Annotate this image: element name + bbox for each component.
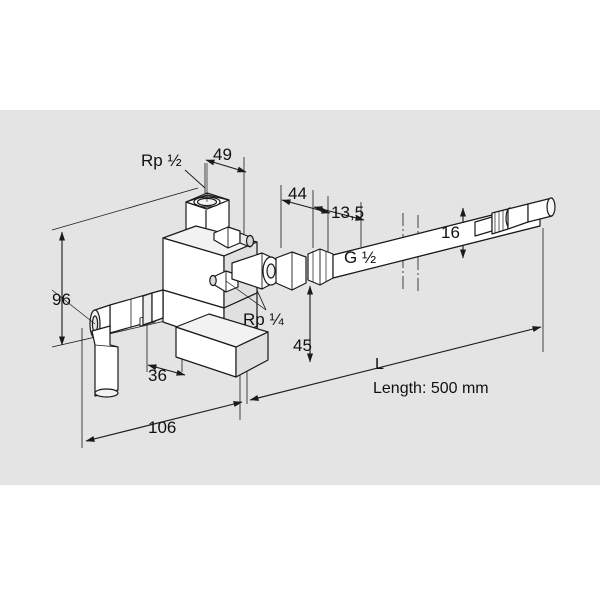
union-nut-1 xyxy=(275,251,307,291)
centre-construction-lines xyxy=(51,163,267,325)
pipe-right-end xyxy=(527,197,556,223)
dimension-label-106: 106 xyxy=(148,418,177,437)
thread-callout-rp-half: Rp ½ xyxy=(141,151,182,170)
length-note-text: Length: 500 mm xyxy=(373,380,489,397)
thread-callout-g-half: G ½ xyxy=(344,248,377,267)
thread-callout-rp-quarter: Rp ¼ xyxy=(243,310,284,329)
dimension-label-36: 36 xyxy=(148,366,167,385)
dimension-label-44: 44 xyxy=(288,184,307,203)
dimension-label-96: 96 xyxy=(52,290,71,309)
outlet-stub xyxy=(231,252,280,290)
leader-lines xyxy=(184,169,267,311)
leader-rp-half xyxy=(184,169,206,189)
valve-assembly-body xyxy=(89,192,556,398)
test-nipple-upper xyxy=(213,226,255,249)
left-elbow-down xyxy=(91,325,119,398)
dimension-label-45: 45 xyxy=(293,336,312,355)
dimension-label-13-5: 13,5 xyxy=(331,203,365,222)
dimension-label-16: 16 xyxy=(441,223,460,242)
dimension-label-49: 49 xyxy=(213,145,232,164)
pipe-end-knurled-fitting xyxy=(474,203,529,237)
leader-rp-quarter xyxy=(255,287,267,311)
union-nut-2 xyxy=(307,248,334,286)
valve-body-block xyxy=(162,225,269,378)
length-symbol-L: L xyxy=(375,356,384,373)
